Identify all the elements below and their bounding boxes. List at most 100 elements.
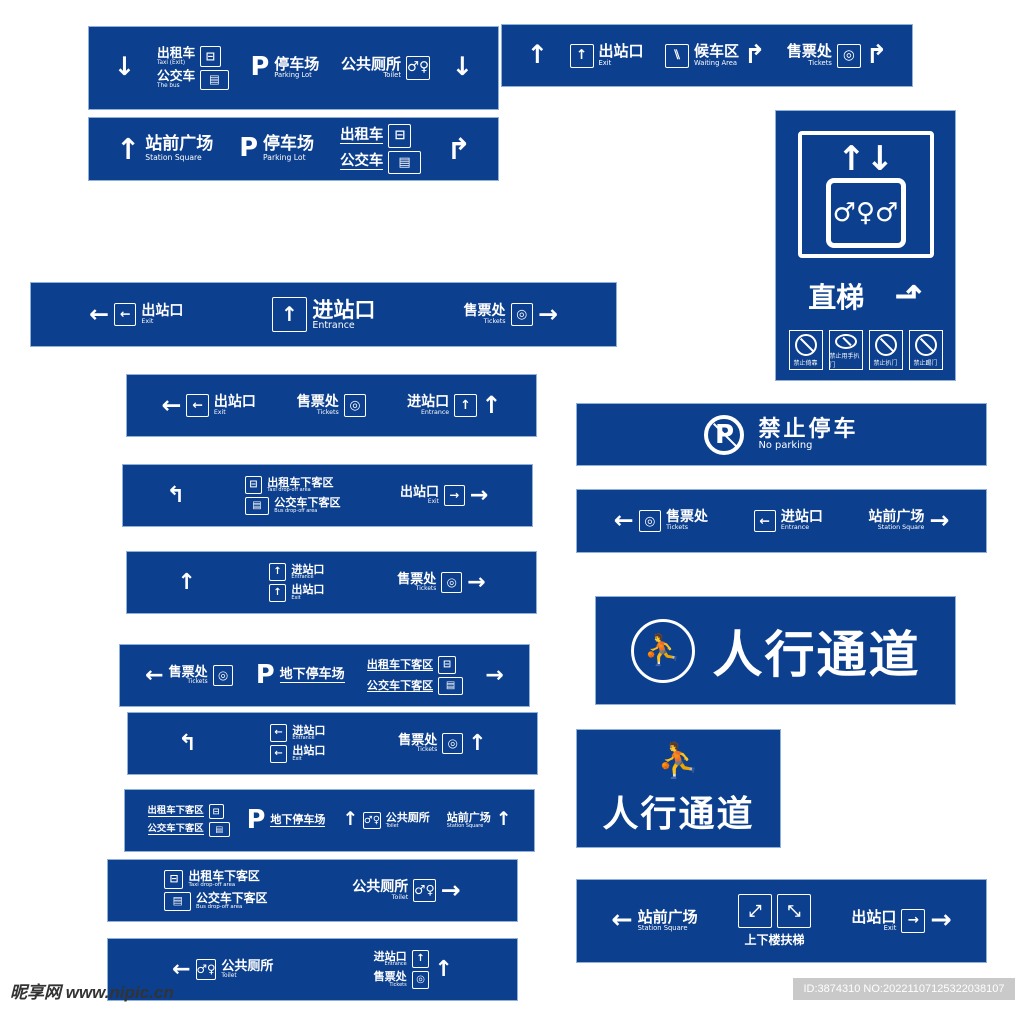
label-chinese: 地下停车场 — [270, 813, 326, 827]
label-english: Entrance — [292, 735, 315, 742]
label-english: Station Square — [446, 822, 484, 829]
right-arrow-icon: → — [930, 905, 952, 936]
elevator-symbol: ↑↓♂♀♂ — [797, 131, 934, 258]
toilet-icon: ♂♀ — [195, 959, 217, 980]
taxi-icon: ⊟ — [208, 804, 224, 819]
prohibition-pictogram: 禁止踢门 — [908, 330, 943, 370]
sign-label: 地下停车场 — [270, 813, 326, 827]
label-chinese: 站前广场 — [868, 509, 925, 526]
up-arrow-icon: ↑ — [342, 809, 359, 831]
sign-label-group: 公交车下客区 ▤ — [147, 822, 230, 837]
label-chinese: 公交车下客区 — [147, 823, 204, 835]
prohibition-label: 禁止踢门 — [913, 360, 938, 367]
label-chinese: 进站口 — [291, 562, 325, 576]
bus-icon: ▤ — [208, 822, 230, 837]
label-chinese: 出租车 — [340, 126, 384, 145]
parking-p-icon: P — [255, 659, 275, 690]
label-english: Toilet — [385, 822, 399, 829]
sign-elevator: ↑↓♂♀♂直梯⬏禁止倚靠禁止用手扒门禁止扒门禁止踢门 — [776, 111, 955, 380]
label-chinese: 公交车 — [156, 69, 196, 84]
label-english: Tickets — [389, 982, 407, 989]
label-english: Entrance — [420, 408, 450, 416]
escalator-up-icon: ⤢ — [738, 894, 772, 928]
sign-label-group: 公交车下客区▤ — [366, 677, 463, 695]
sign-label: 公交车 — [340, 153, 384, 171]
right-arrow-icon: → — [537, 299, 558, 328]
label-english: Exit — [213, 408, 226, 416]
up-arrow-icon: ↑ — [495, 809, 512, 831]
up-arrow-icon: ↑ — [116, 131, 141, 166]
label-english: Station Square — [637, 924, 688, 933]
turn-left-arrow-icon: ↰ — [166, 482, 186, 509]
prohibition-label: 禁止扒门 — [873, 360, 898, 367]
label-english: Taxi (Exit) — [156, 59, 186, 66]
entrance-left-icon: ← — [269, 724, 288, 742]
label-chinese: 售票处 — [666, 509, 709, 526]
label-english: Station Square — [877, 524, 925, 532]
label-chinese: 售票处 — [168, 664, 208, 680]
right-arrow-icon: → — [469, 482, 489, 509]
label-english: Tickets — [187, 679, 208, 686]
right-arrow-icon: → — [467, 569, 486, 596]
left-arrow-icon: ← — [172, 956, 191, 983]
label-chinese: 出租车 — [156, 45, 196, 61]
label-chinese: 出租车下客区 — [188, 869, 260, 884]
label-chinese: 公交车下客区 — [196, 891, 268, 906]
label-chinese: 进站口 — [373, 949, 407, 963]
label-chinese: 停车场 — [274, 54, 320, 73]
pedestrian-label: 人行通道 — [712, 625, 921, 684]
tickets-icon: ◎ — [836, 43, 861, 68]
tickets-icon: ◎ — [510, 303, 533, 326]
label-chinese: 公交车下客区 — [366, 678, 434, 693]
label-chinese: 进站口 — [780, 509, 823, 526]
label-chinese: 站前广场 — [637, 907, 698, 926]
pedestrian-icon: ⛹ — [630, 618, 695, 683]
label-chinese: 候车区 — [694, 42, 740, 61]
stacked-group: 出租车下客区⊟公交车下客区▤ — [147, 804, 230, 837]
left-arrow-icon: ← — [613, 506, 634, 535]
label-chinese: 售票处 — [786, 42, 832, 61]
left-arrow-icon: ← — [161, 390, 182, 419]
parking-p-icon: P — [239, 133, 259, 164]
tickets-icon: ◎ — [343, 394, 367, 417]
label-chinese: 公共厕所 — [352, 878, 409, 895]
warning-pictograms: 禁止倚靠禁止用手扒门禁止扒门禁止踢门 — [788, 330, 943, 370]
label-english: Entrance — [384, 961, 407, 968]
